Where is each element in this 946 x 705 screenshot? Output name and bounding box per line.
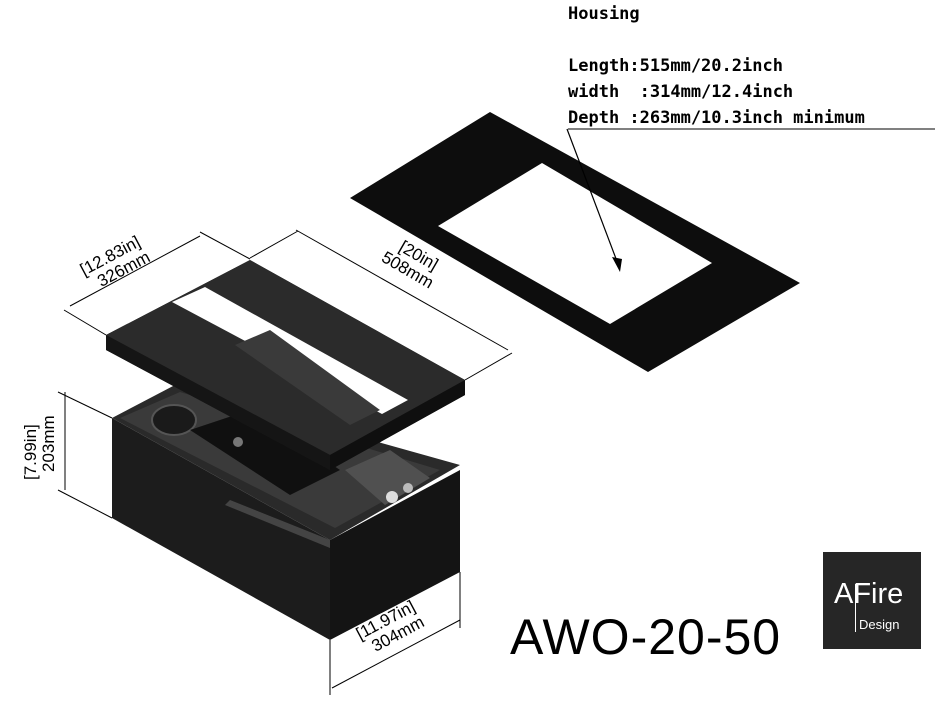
dimension-lines [57,229,513,695]
logo-main-text: AFire [834,578,904,610]
logo-sub-text: Design [859,617,900,632]
top-cover [106,260,465,470]
dim-label-width: [12.83in] 326mm [77,232,153,291]
brand-logo: AFire Design [823,552,921,649]
housing-title: Housing [568,4,640,24]
housing-length: Length:515mm/20.2inch [568,56,783,76]
housing-frame [350,112,800,372]
dim-height-mm: 203mm [39,415,58,472]
fireplace-body [112,385,460,640]
logo-divider [855,584,856,632]
depth-leader-arrow [566,128,935,272]
dim-label-height: [7.99in] 203mm [21,415,58,480]
dim-height-in: [7.99in] [21,424,40,480]
model-number: AWO-20-50 [510,609,782,665]
housing-depth: Depth :263mm/10.3inch minimum [568,108,865,128]
housing-width: width :314mm/12.4inch [568,82,794,102]
